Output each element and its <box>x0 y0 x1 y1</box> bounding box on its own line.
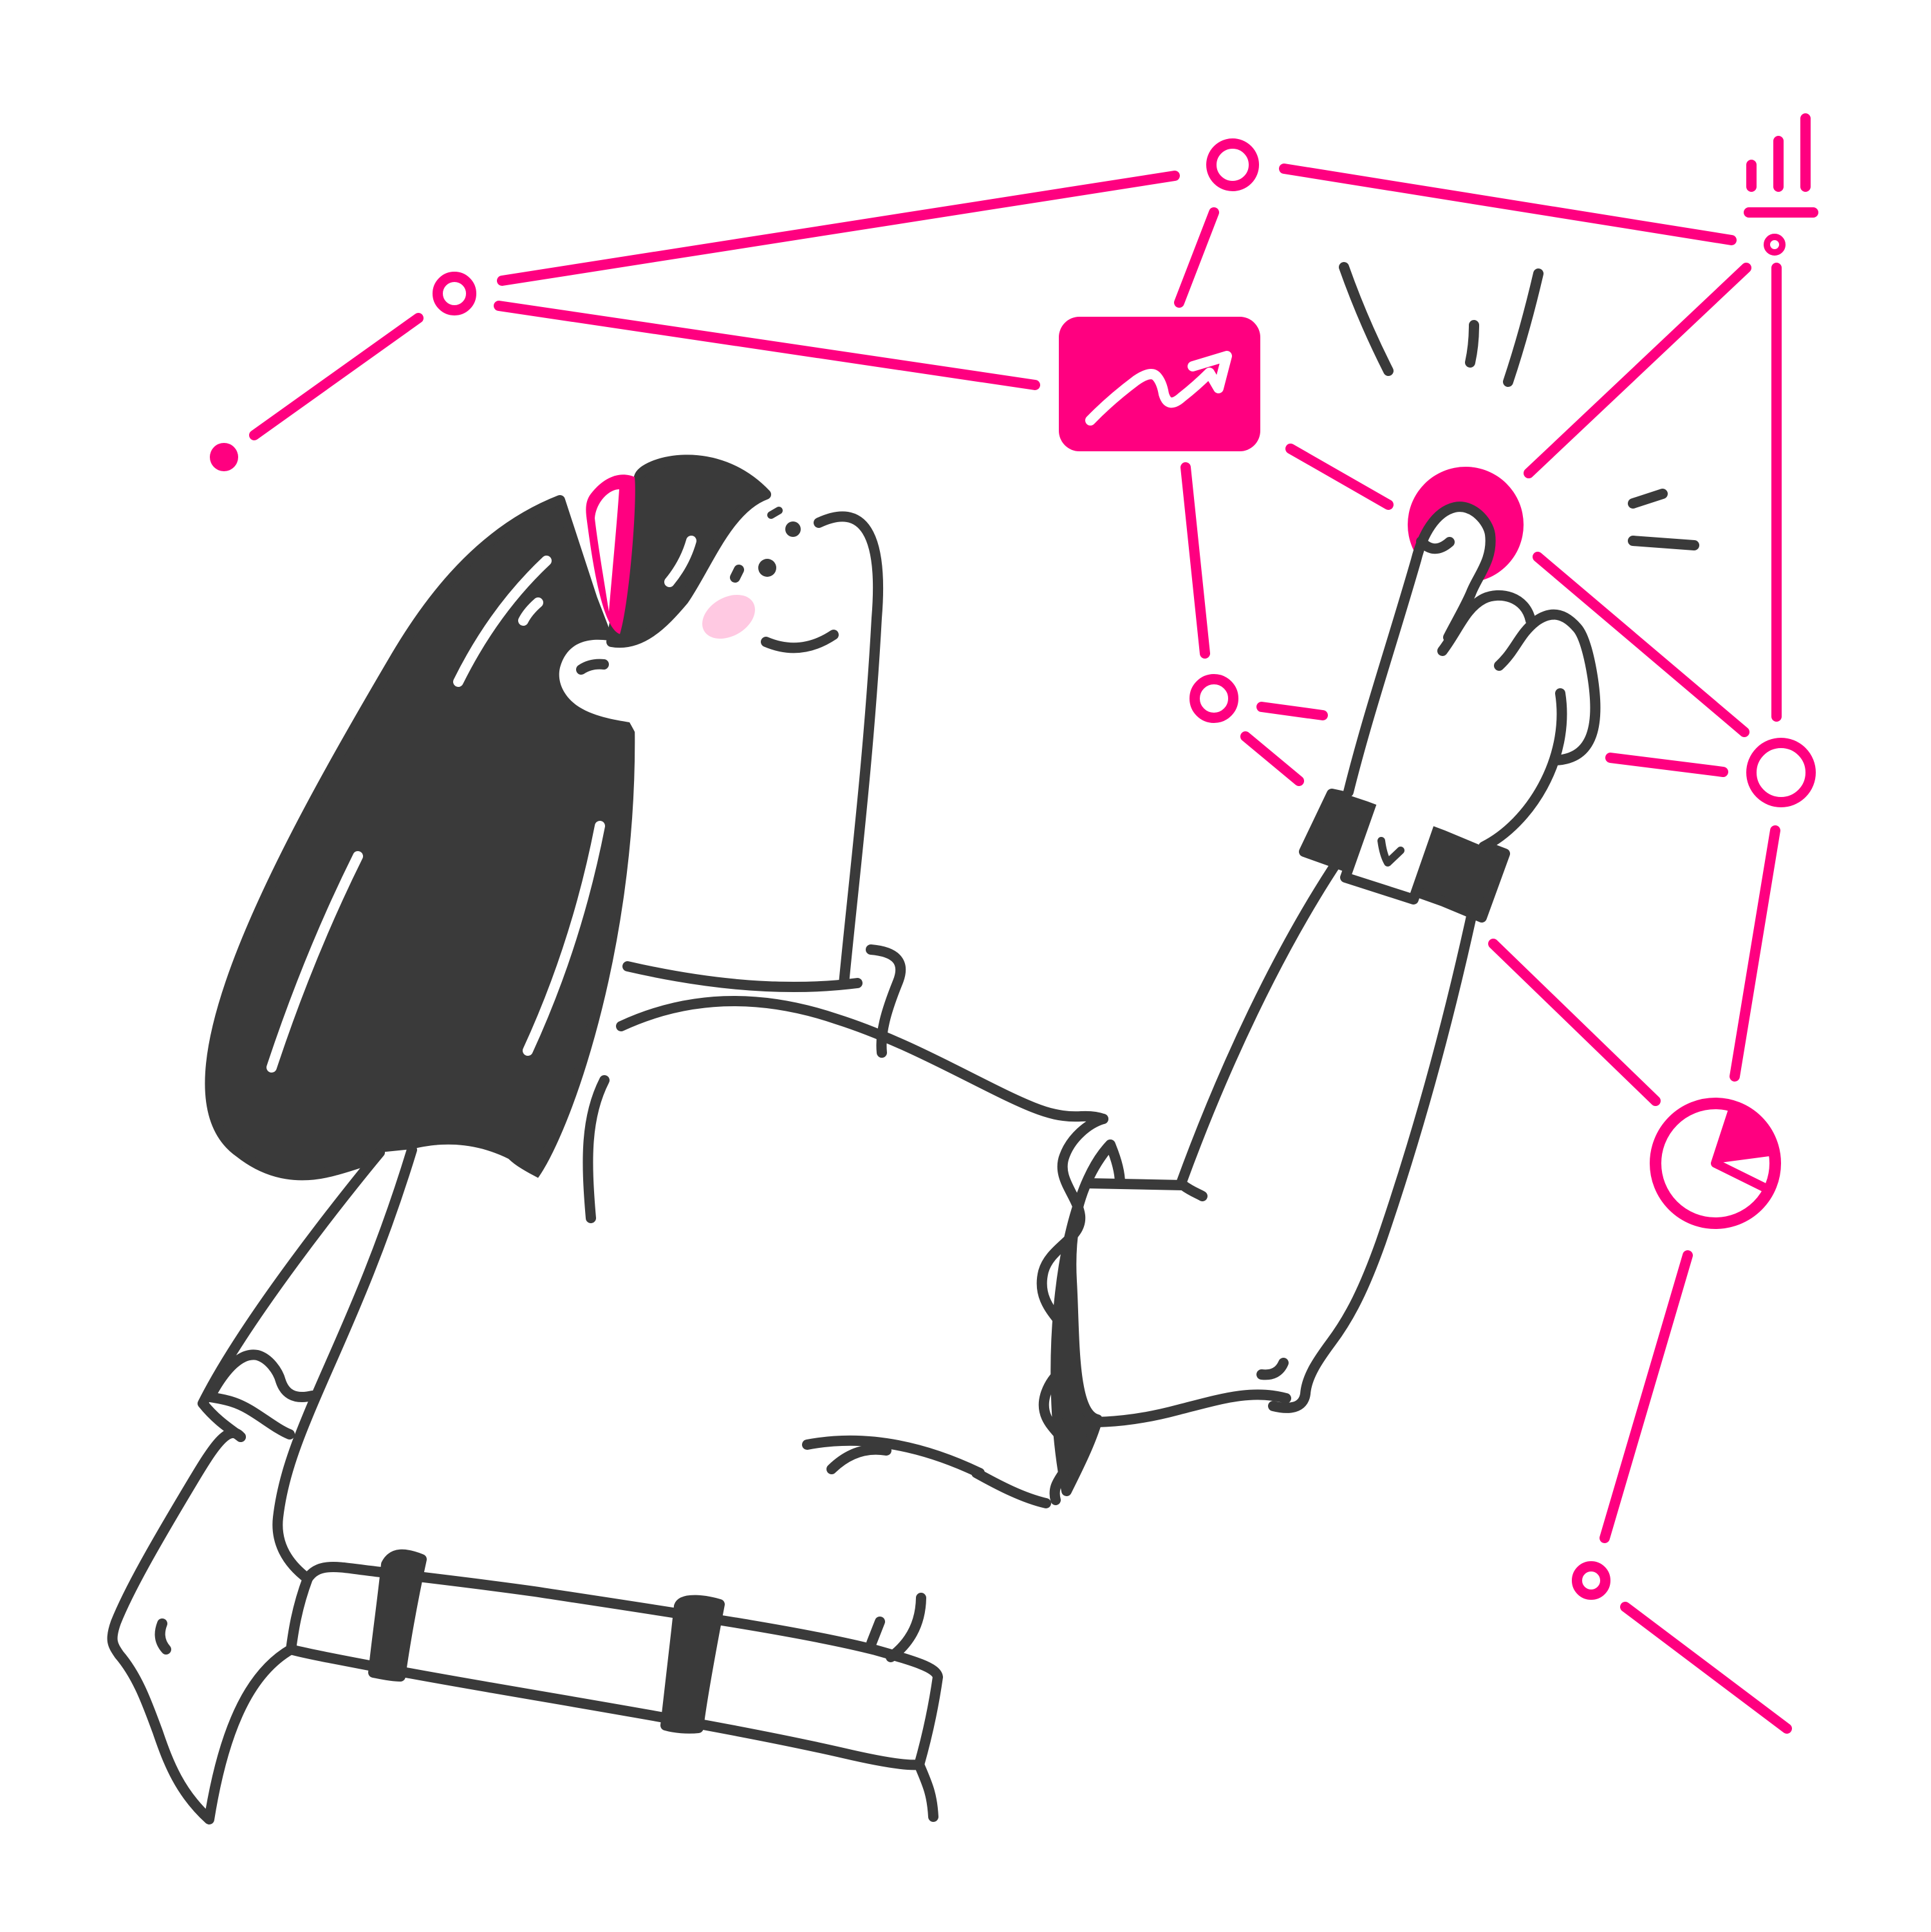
node-ring-top <box>1206 138 1259 191</box>
collar-line <box>622 961 863 993</box>
spark-line-1 <box>1339 262 1394 376</box>
face-profile-line <box>814 511 884 989</box>
link-watch-to-pie <box>1488 939 1661 1106</box>
link-left-node-to-top-node <box>497 171 1180 286</box>
link-hand-to-right-node <box>1605 753 1728 777</box>
pants-fold-1 <box>886 1593 926 1662</box>
belt-loop-left <box>368 1549 427 1682</box>
belt-loop-right <box>660 1595 725 1734</box>
cheek-blush <box>702 594 755 639</box>
belly-curve-tail <box>971 1468 1051 1508</box>
node-ring-lower-middle <box>1189 674 1238 723</box>
pants-fold-2 <box>866 1617 885 1648</box>
node-ring-small-top-right <box>1764 234 1786 256</box>
woman-figure <box>107 455 1601 1824</box>
pie-chart-icon <box>1650 1098 1781 1229</box>
headset-earpiece-inner <box>595 489 619 612</box>
pants-leg-front <box>914 1759 938 1822</box>
growth-card <box>1059 317 1260 451</box>
hair-highlight-2 <box>518 597 543 626</box>
elbow-crease <box>1256 1358 1289 1380</box>
node-ring-right <box>1746 738 1816 807</box>
torso-fill <box>203 859 1474 1682</box>
node-ring-bottom <box>1572 1561 1610 1600</box>
hand-outlines <box>1343 502 1601 852</box>
pants-pocket-curve <box>154 1618 171 1655</box>
hand-skin <box>1348 504 1582 847</box>
link-touch-node-to-right-node <box>1533 552 1749 737</box>
back-arm-line <box>198 1147 385 1442</box>
eye <box>758 559 776 577</box>
smile <box>761 630 839 653</box>
ring-finger <box>1494 609 1601 765</box>
trend-up-arrow-icon <box>1085 351 1232 426</box>
hair-highlight-4 <box>523 821 605 1056</box>
spark-line-2 <box>1465 320 1479 368</box>
sleeve-lower-seam <box>1061 1389 1291 1428</box>
pants-leg-back <box>107 1427 296 1824</box>
palm-edge <box>1479 688 1567 852</box>
inner-arm-line <box>583 1075 610 1223</box>
eye-upper <box>785 521 801 537</box>
link-touch-node-to-bar-chart <box>1524 263 1751 478</box>
back-line <box>272 1145 417 1584</box>
fingertip-nail <box>1416 536 1455 554</box>
pie-slice-edges <box>1711 1102 1773 1194</box>
belly-curve-small <box>826 1444 891 1474</box>
bar-chart-icon <box>1744 113 1818 218</box>
spark-line-3 <box>1503 268 1544 387</box>
touch-spark-lines <box>1339 262 1699 550</box>
shoulder-line <box>616 996 1108 1124</box>
eyelash <box>767 507 783 519</box>
link-lower-node-to-wrist <box>1256 702 1328 720</box>
hair-highlight-3 <box>266 851 363 1073</box>
link-left-node-to-card <box>494 301 1040 390</box>
forearm-outline <box>1176 854 1479 1413</box>
link-top-node-to-card <box>1174 207 1219 308</box>
node-ring-left <box>433 272 476 315</box>
link-left-dot-to-left-node <box>249 313 424 440</box>
torso-outlines <box>198 996 1108 1584</box>
belly-curve <box>802 1435 985 1478</box>
hair <box>205 495 635 1197</box>
index-finger <box>1343 502 1496 797</box>
back-sleeve-cuff <box>205 1349 317 1402</box>
ear-detail <box>576 659 609 675</box>
bangs-highlight <box>664 536 696 587</box>
eyebrow <box>730 565 744 583</box>
spark-line-5 <box>1628 536 1699 550</box>
link-card-to-lower-node <box>1180 462 1210 659</box>
middle-finger <box>1437 590 1536 656</box>
link-bottom-node-to-edge <box>1620 1602 1792 1734</box>
link-lower-node-to-watch <box>1240 731 1304 786</box>
watch-check-mark <box>1377 837 1404 867</box>
hair-highlight-1 <box>453 556 552 687</box>
spark-line-4 <box>1628 489 1668 509</box>
link-card-to-touch-node <box>1285 444 1394 510</box>
hair-highlights <box>266 556 605 1073</box>
network-lines <box>249 164 1792 1734</box>
pie-outline <box>1650 1098 1781 1229</box>
back-sleeve-cuff-lower <box>205 1392 295 1440</box>
sleeve-cuff-edge <box>1105 1140 1125 1188</box>
link-pie-to-bottom-node <box>1600 1250 1693 1543</box>
link-right-node-to-pie <box>1730 825 1780 1082</box>
node-dot-left <box>210 443 238 471</box>
link-top-node-to-bar-chart <box>1279 164 1737 245</box>
